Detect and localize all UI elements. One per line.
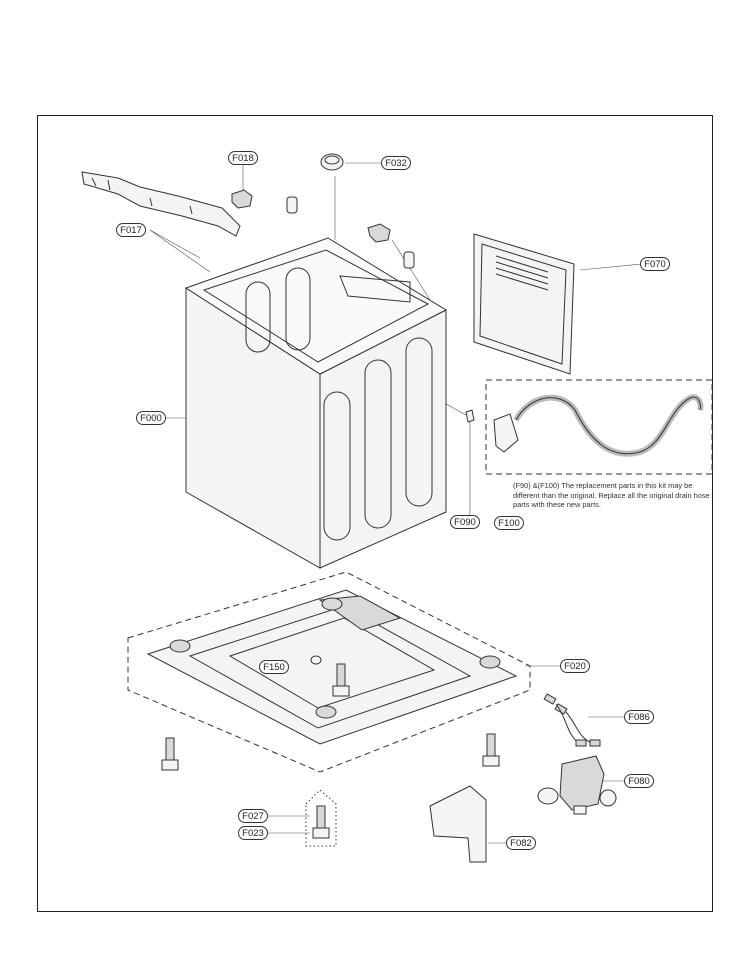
callout-f000: F000 [136, 411, 166, 425]
damper-posts [286, 196, 415, 269]
callout-f027: F027 [238, 809, 268, 823]
diagram-frame [37, 115, 713, 912]
callout-f150: F150 [259, 660, 289, 674]
callout-f018: F018 [228, 151, 258, 165]
callout-f082: F082 [506, 836, 536, 850]
hinge-parts [231, 189, 391, 243]
drain-hose-kit [465, 379, 713, 475]
callout-f032: F032 [381, 156, 411, 170]
hose-clamp [320, 153, 344, 171]
pump-bracket [429, 785, 487, 863]
drain-pump [537, 755, 617, 815]
callout-f070: F070 [640, 257, 670, 271]
replacement-note: (F90) &(F100) The replacement parts in t… [513, 481, 710, 509]
callout-f080: F080 [624, 774, 654, 788]
callout-f090: F090 [450, 515, 480, 529]
callout-f020: F020 [560, 659, 590, 673]
leveling-feet [161, 663, 500, 847]
callout-f017: F017 [116, 223, 146, 237]
top-frame-bracket [81, 171, 241, 237]
callout-f100: F100 [494, 516, 524, 530]
base-frame [127, 571, 531, 773]
cabinet-body [184, 237, 448, 569]
callout-f023: F023 [238, 826, 268, 840]
callout-f086: F086 [624, 710, 654, 724]
back-panel [473, 233, 575, 375]
wire-harness [543, 693, 601, 747]
